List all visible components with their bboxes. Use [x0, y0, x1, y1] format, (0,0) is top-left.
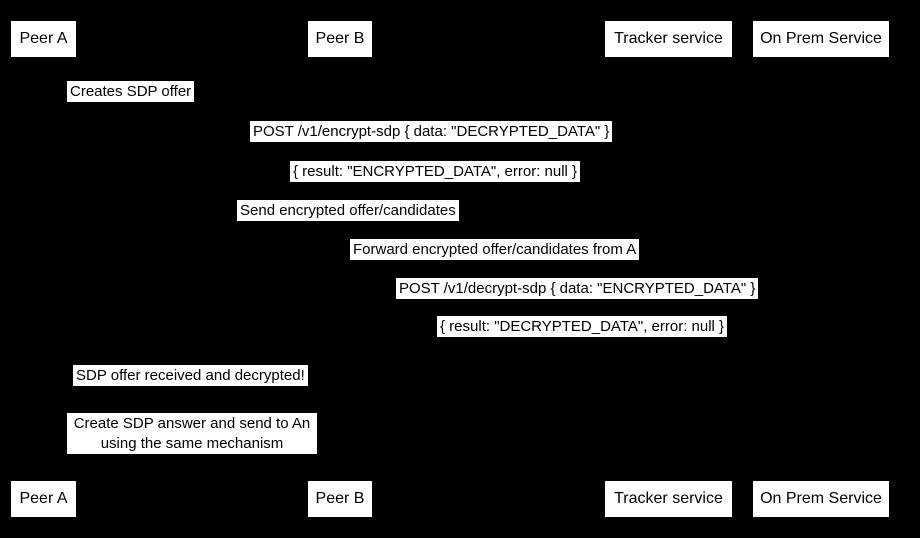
- participant-top-peer-a: Peer A: [11, 21, 76, 57]
- message-label-post-decrypt-sdp: POST /v1/decrypt-sdp { data: "ENCRYPTED_…: [396, 278, 759, 299]
- participant-top-tracker-service: Tracker service: [605, 21, 732, 57]
- participant-top-peer-b: Peer B: [308, 21, 372, 57]
- participant-bottom-tracker-service: Tracker service: [605, 481, 732, 517]
- note-create-sdp-answer: Create SDP answer and send to An using t…: [67, 413, 317, 454]
- message-label-send-encrypted-offer: Send encrypted offer/candidates: [237, 200, 459, 221]
- message-label-decrypt-result: { result: "DECRYPTED_DATA", error: null …: [437, 316, 728, 337]
- message-label-post-encrypt-sdp: POST /v1/encrypt-sdp { data: "DECRYPTED_…: [250, 121, 613, 142]
- participant-bottom-on-prem-service: On Prem Service: [753, 481, 889, 517]
- message-label-forward-encrypted-offer: Forward encrypted offer/candidates from …: [350, 239, 640, 260]
- note-line: using the same mechanism: [100, 434, 284, 452]
- message-label-creates-sdp-offer: Creates SDP offer: [67, 81, 195, 102]
- message-label-sdp-offer-received: SDP offer received and decrypted!: [73, 365, 308, 386]
- note-line: Create SDP answer and send to An: [73, 414, 311, 432]
- participant-bottom-peer-a: Peer A: [11, 481, 76, 517]
- participant-top-on-prem-service: On Prem Service: [753, 21, 889, 57]
- participant-bottom-peer-b: Peer B: [308, 481, 372, 517]
- message-label-encrypt-result: { result: "ENCRYPTED_DATA", error: null …: [290, 161, 581, 182]
